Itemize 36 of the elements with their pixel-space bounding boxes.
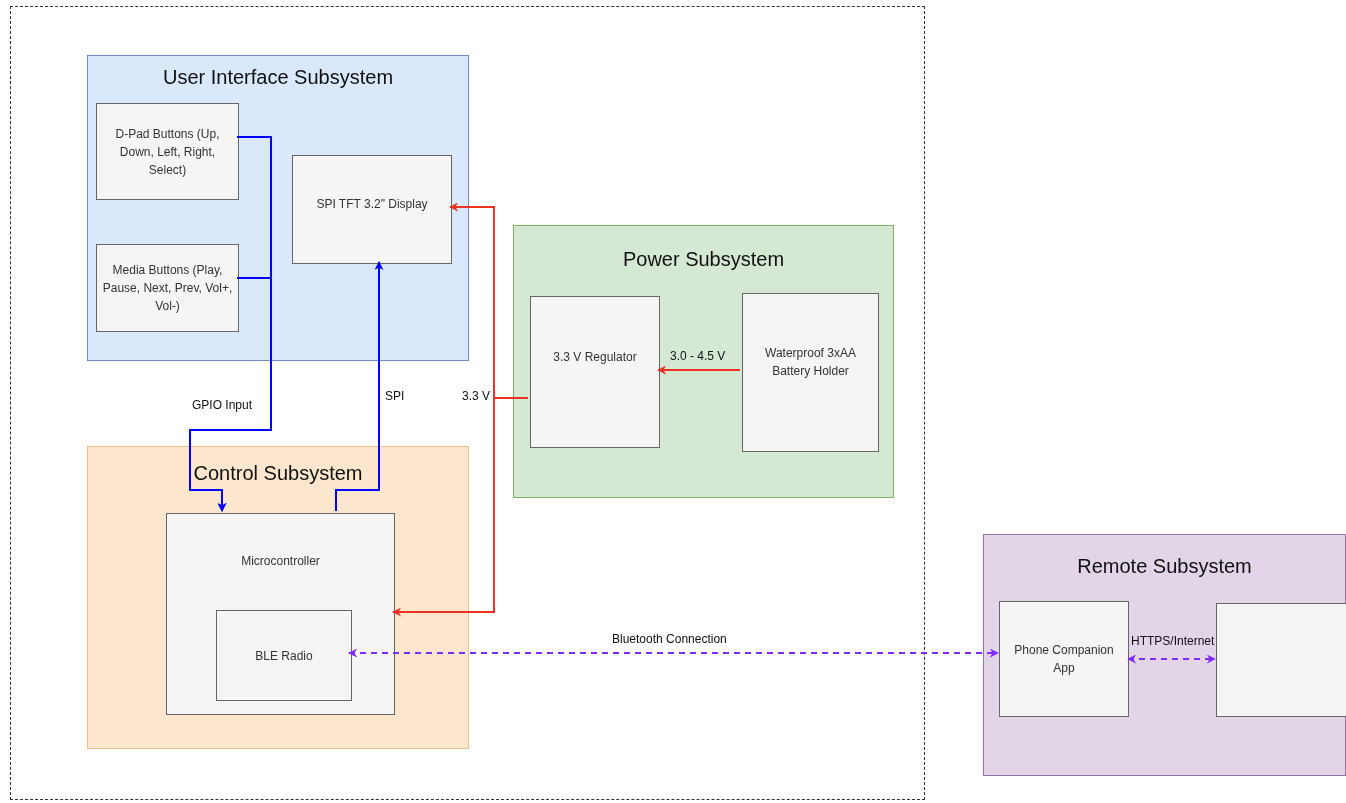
component-box [292,155,452,264]
box-label: Waterproof 3xAA Battery Holder [764,344,857,380]
connector-arrow [657,365,741,375]
edge-label: Bluetooth Connection [610,632,729,646]
component-box [96,103,239,200]
subsystem-container [87,55,469,361]
component-box [96,244,239,332]
edge-label: 3.0 - 4.5 V [668,349,728,363]
component-box [999,601,1129,717]
box-label: SPI TFT 3.2" Display [315,195,429,213]
box-label: Microcontroller [240,553,321,570]
subsystem-title: Control Subsystem [193,462,363,485]
component-box [530,296,660,448]
box-label: Phone Companion App [1013,642,1115,677]
subsystem-container [87,446,469,749]
subsystem-title: Remote Subsystem [1077,555,1252,578]
subsystem-title: User Interface Subsystem [162,66,394,89]
edge-label: HTTPS/Internet [1129,634,1217,648]
edge-label: GPIO Input [190,398,255,412]
component-box [166,513,395,715]
connector-arrow [335,261,384,512]
component-box [216,610,352,701]
subsystem-title: Power Subsystem [622,248,785,271]
box-label: BLE Radio [254,647,314,665]
box-label: D-Pad Buttons (Up, Down, Left, Right, Select) [114,125,221,179]
box-label: 3.3 V Regulator [552,349,638,366]
boundary-box [10,6,925,800]
subsystem-container [983,534,1346,776]
edge-label: SPI [383,389,407,403]
subsystem-container [513,225,894,498]
connector-arrow [1127,654,1216,664]
component-box [1216,603,1346,717]
box-label: Media Buttons (Play, Pause, Next, Prev, Vol+, Vol-) [101,262,234,315]
edge-label: 3.3 V [460,389,493,403]
component-box [742,293,879,452]
connector-arrow [348,648,999,658]
